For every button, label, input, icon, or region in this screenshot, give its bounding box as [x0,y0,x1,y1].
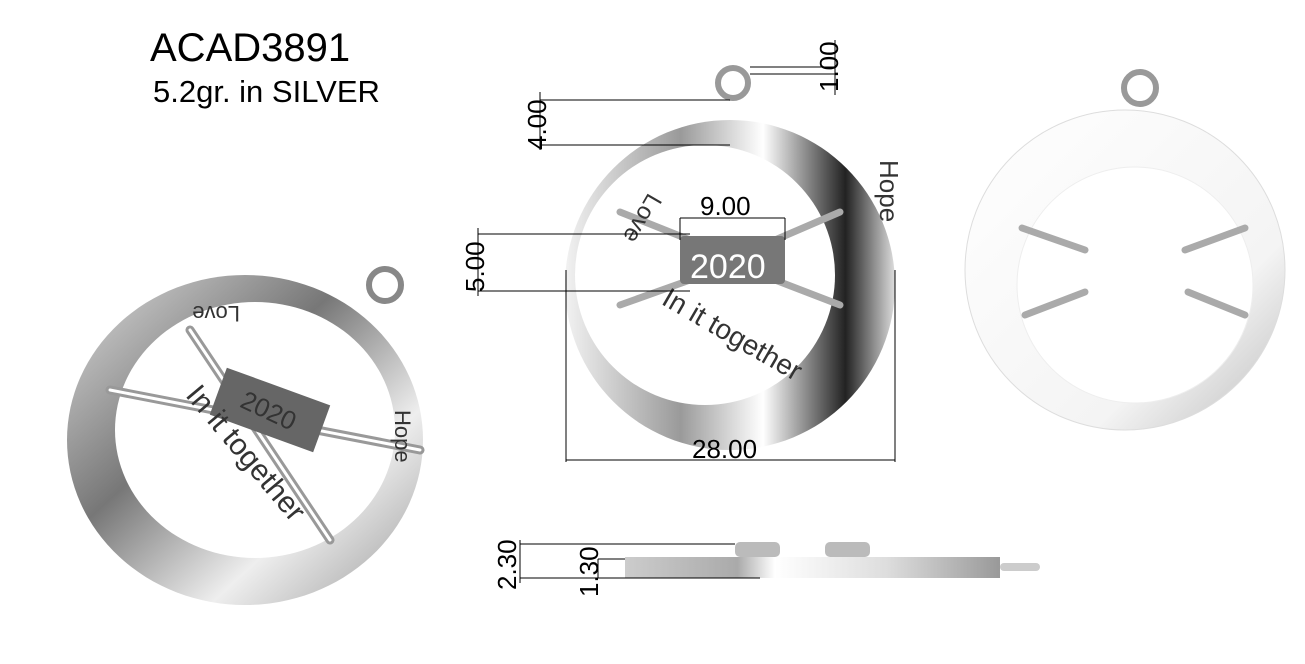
engraving-year: 2020 [690,248,766,286]
dim-total-thickness: 2.30 [492,539,522,590]
engraving-hope: Hope [390,410,415,463]
bail-ring [1121,69,1159,107]
product-code: ACAD3891 [150,26,351,70]
bail-ring [366,266,404,304]
dim-bail-thickness: 1.00 [814,41,844,92]
side-view: 2.30 1.30 [492,539,1040,597]
front-view: 2020 Love Hope In it together 1.00 4.00 … [460,40,904,464]
dim-ring-thickness: 1.30 [574,546,604,597]
perspective-view: 2020 Love Hope In it together [67,266,425,605]
product-weight-material: 5.2gr. in SILVER [153,74,380,109]
dim-diameter: 28.00 [692,434,757,464]
bail-ring [715,65,751,101]
back-view [964,69,1286,431]
engraving-hope: Hope [874,160,904,222]
bail-profile [1000,563,1040,571]
ring-profile [625,557,1000,578]
dim-bail-height: 4.00 [522,99,552,150]
dim-center-height: 5.00 [460,241,490,292]
dim-center-width: 9.00 [700,191,751,221]
engraving-love: Love [192,301,240,326]
